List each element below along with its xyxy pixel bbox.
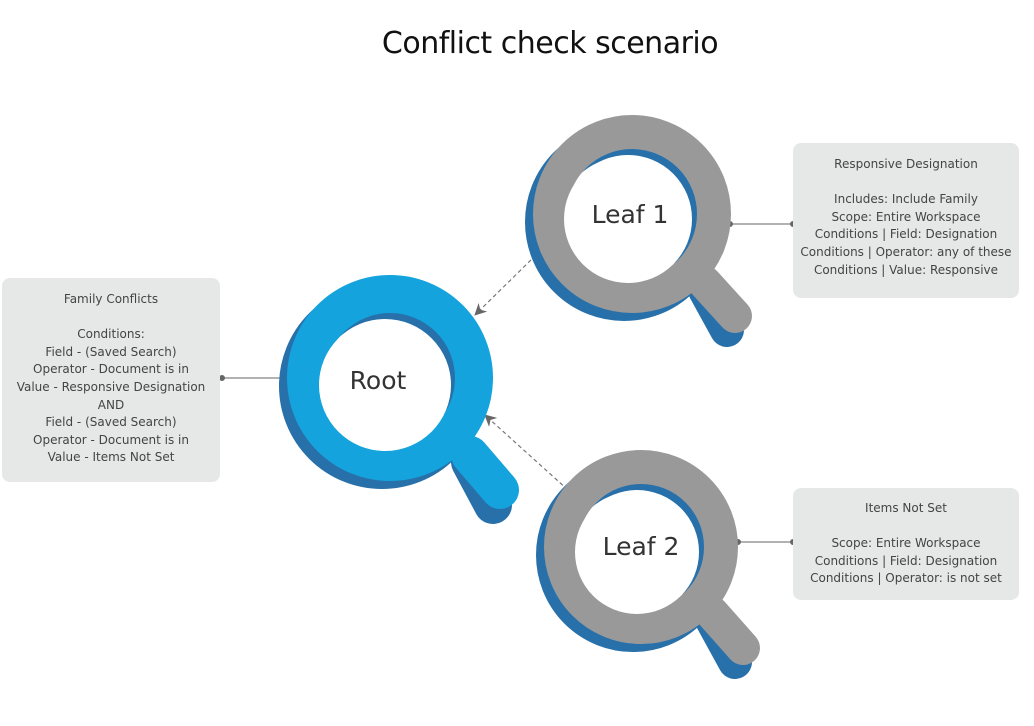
root-magnifier-icon [279,275,519,524]
responsive-designation-box: Responsive Designation Includes: Include… [793,143,1019,298]
box-line: Field - (Saved Search) [45,344,177,359]
leaf1-label: Leaf 1 [591,200,669,229]
box-line: Value - Responsive Designation [16,379,206,394]
box-title: Responsive Designation [834,157,978,171]
connector-family-root [219,375,287,381]
leaf1-magnifier-icon [525,115,752,347]
root-label: Root [349,366,407,395]
box-line: Conditions | Operator: is not set [810,571,1002,586]
box-line: Conditions | Field: Designation [814,553,998,568]
box-line: Conditions | Value: Responsive [813,262,999,277]
diagram-title: Conflict check scenario [381,26,719,61]
box-line: Scope: Entire Workspace [831,536,981,551]
arrow-leaf2-to-root [484,414,569,491]
box-line: Operator - Document is in [33,362,189,377]
box-line: Operator - Document is in [33,432,189,447]
box-line: Field - (Saved Search) [45,415,177,430]
box-line: Conditions | Field: Designation [814,227,998,242]
leaf2-magnifier-icon [536,450,760,679]
connector-leaf1-box [727,221,796,227]
box-title: Family Conflicts [63,292,159,306]
box-line: AND [97,397,125,412]
box-title: Items Not Set [865,501,947,515]
items-not-set-box: Items Not Set Scope: Entire Workspace Co… [793,488,1019,600]
box-line: Value - Items Not Set [47,450,175,465]
box-line: Scope: Entire Workspace [831,209,981,224]
box-line: Conditions | Operator: any of these [800,244,1012,259]
connector-leaf2-box [735,539,796,545]
box-line: Conditions: [77,327,145,342]
box-line: Includes: Include Family [834,192,978,207]
arrow-leaf1-to-root [474,254,537,316]
family-conflicts-box: Family Conflicts Conditions: Field - (Sa… [2,278,220,482]
leaf2-label: Leaf 2 [602,532,680,561]
